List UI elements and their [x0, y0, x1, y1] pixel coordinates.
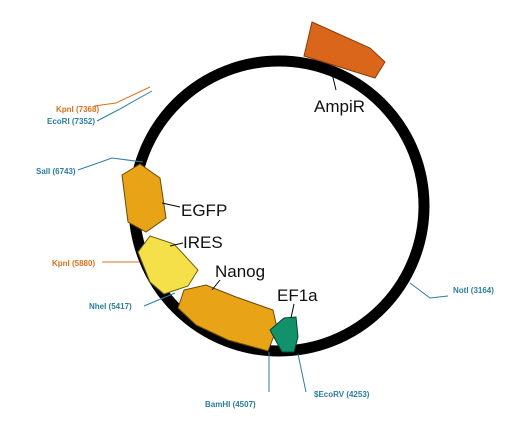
- bamhi-4507-label: BamHI (4507): [205, 400, 256, 409]
- kpni-7368-label: KpnI (7368): [56, 105, 99, 114]
- nanog-leader: [211, 279, 221, 291]
- kpni-7368-leader: [93, 86, 151, 107]
- ecorv-4253-leader: [297, 353, 307, 393]
- ampir-leader: [329, 64, 337, 91]
- ecori-7352-label: EcoRI (7352): [47, 117, 95, 126]
- nhei-5417-label: NheI (5417): [89, 302, 132, 311]
- ires-label: IRES: [183, 233, 223, 252]
- noti-3164-label: NotI (3164): [453, 286, 494, 295]
- ef1a-feature: [269, 316, 299, 353]
- egfp-label: EGFP: [181, 201, 227, 220]
- ecorv-4253-label: $EcoRV (4253): [314, 390, 370, 399]
- ampir-label: AmpiR: [314, 97, 365, 116]
- sali-6743-leader: [77, 157, 144, 171]
- ampir-feature: [303, 21, 386, 79]
- ef1a-label: EF1a: [277, 286, 318, 305]
- nhei-5417-leader: [143, 292, 176, 307]
- egfp-feature: [121, 163, 167, 233]
- ires-feature: [137, 235, 199, 295]
- sali-6743-label: SalI (6743): [36, 167, 76, 176]
- ires-leader: [169, 242, 184, 247]
- nanog-feature: [177, 284, 278, 352]
- ecori-7352-leader: [96, 90, 153, 122]
- egfp-leader: [161, 202, 181, 208]
- kpni-5880-label: KpnI (5880): [52, 259, 95, 268]
- nanog-label: Nanog: [215, 262, 265, 281]
- ef1a-leader: [290, 303, 295, 319]
- noti-3164-leader: [409, 282, 449, 299]
